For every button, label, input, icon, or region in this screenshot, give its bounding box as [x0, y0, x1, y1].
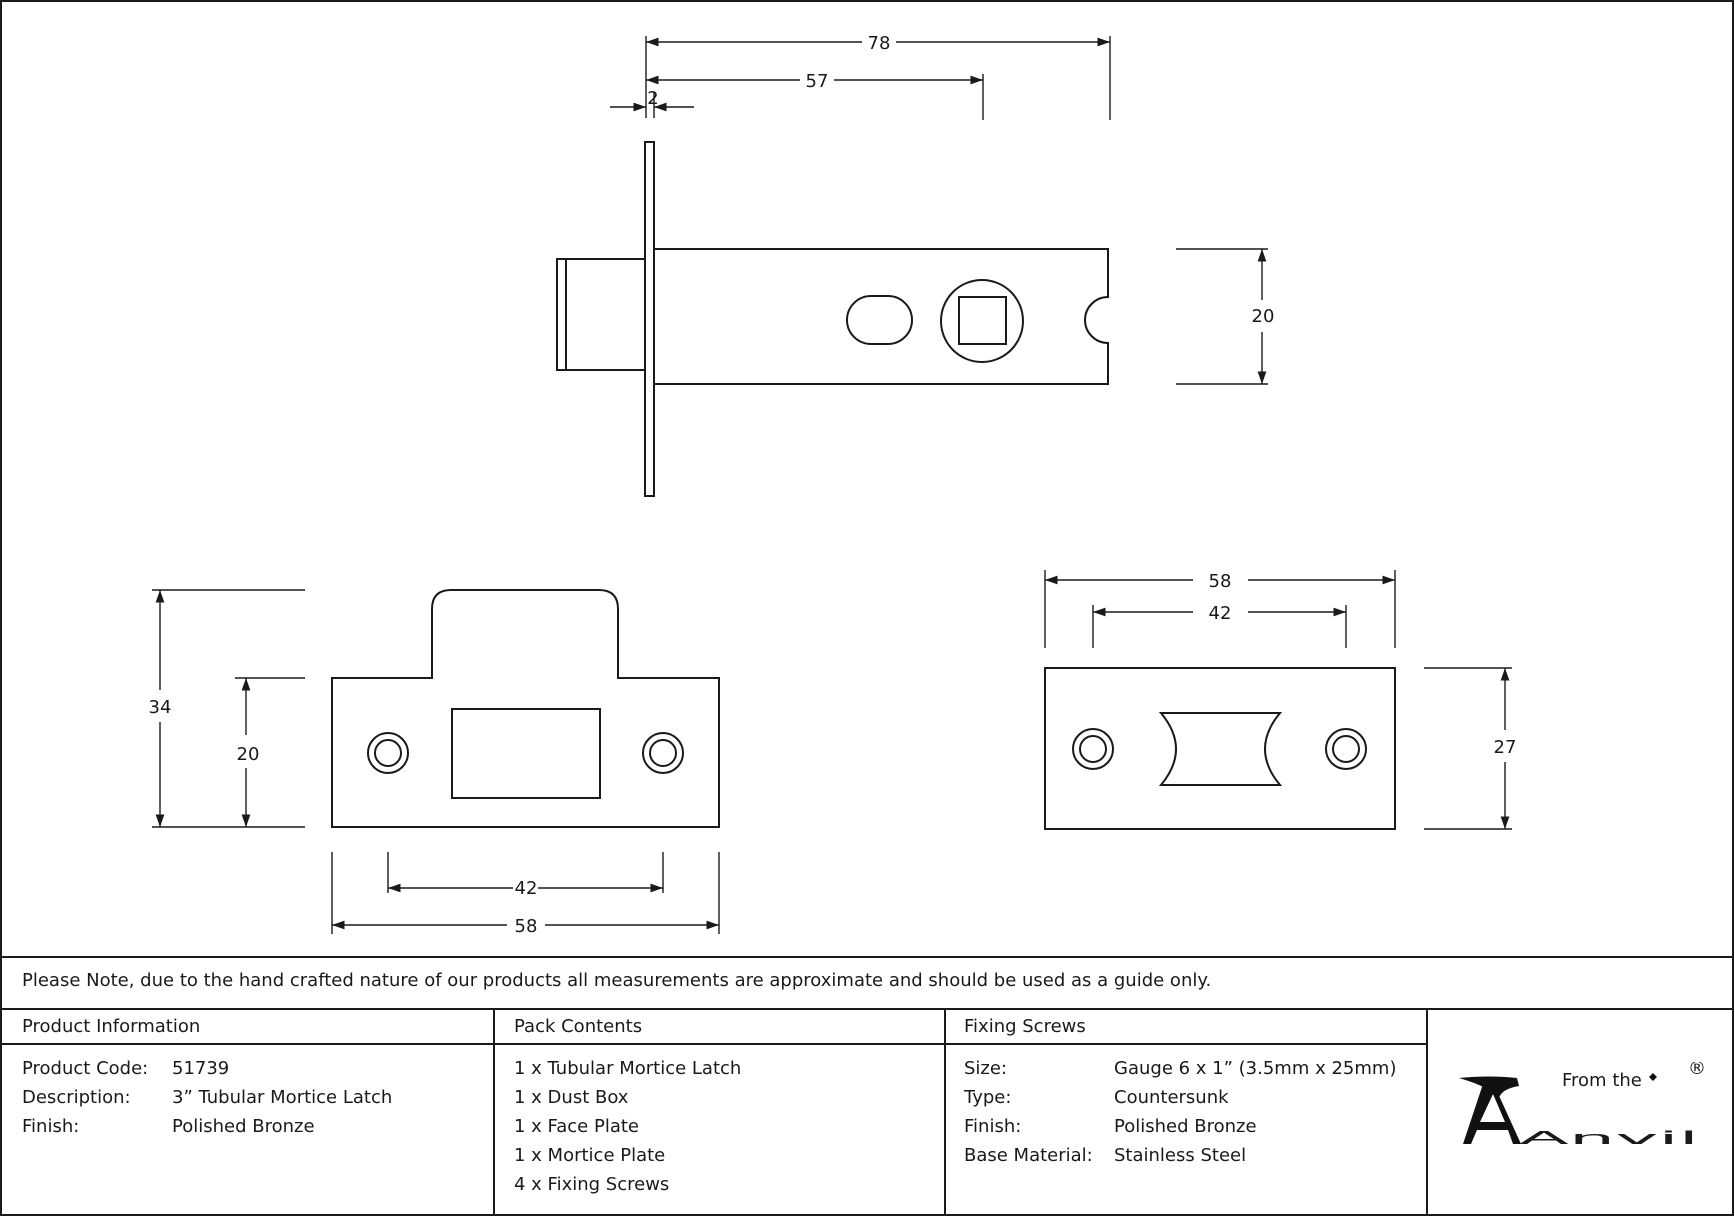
- fixing-screws-heading: Fixing Screws: [964, 1016, 1086, 1037]
- pack-item: 1 x Dust Box: [514, 1087, 629, 1108]
- mortice-screw-hole-left: [1072, 728, 1114, 770]
- description-row: Description: 3” Tubular Mortice Latch: [22, 1083, 392, 1112]
- pack-item: 1 x Tubular Mortice Latch: [514, 1058, 742, 1079]
- logo-from-the: From the: [1562, 1070, 1642, 1091]
- dim-latch-height: 20: [1252, 306, 1275, 327]
- dim-strike-hole-centres: 42: [515, 878, 538, 899]
- latch-faceplate: [644, 141, 655, 497]
- pack-item: 1 x Face Plate: [514, 1116, 639, 1137]
- product-code-value: 51739: [172, 1058, 230, 1079]
- logo-registered-mark: ®: [1688, 1062, 1705, 1079]
- latch-side-view: [556, 141, 1109, 497]
- pack-contents-heading: Pack Contents: [514, 1016, 643, 1037]
- mortice-dimensions: [1044, 570, 1512, 830]
- screw-size-label: Size:: [964, 1058, 1008, 1079]
- pack-item: 4 x Fixing Screws: [514, 1174, 670, 1195]
- mortice-screw-hole-right: [1325, 728, 1367, 770]
- latch-dimensions: [610, 36, 1268, 385]
- logo-anvil: Anvil: [1519, 1128, 1699, 1149]
- mortice-plate: [1044, 667, 1396, 830]
- screw-finish-row: Finish: Polished Bronze: [964, 1112, 1396, 1141]
- finish-value: Polished Bronze: [172, 1116, 315, 1137]
- mortice-bolt-opening: [1158, 712, 1283, 786]
- finish-label: Finish:: [22, 1116, 80, 1137]
- latch-bolt: [556, 258, 646, 371]
- measurement-note: Please Note, due to the hand crafted nat…: [22, 970, 1212, 991]
- screw-type-value: Countersunk: [1114, 1087, 1229, 1108]
- product-info-heading: Product Information: [22, 1016, 201, 1037]
- screw-material-row: Base Material: Stainless Steel: [964, 1141, 1396, 1170]
- pack-contents-list: 1 x Tubular Mortice Latch 1 x Dust Box 1…: [514, 1054, 741, 1199]
- screw-material-label: Base Material:: [964, 1145, 1093, 1166]
- strike-dimensions: [152, 589, 720, 934]
- product-info-list: Product Code: 51739 Description: 3” Tubula…: [22, 1054, 392, 1141]
- dim-mortice-width: 58: [1209, 571, 1232, 592]
- spindle-square: [958, 296, 1007, 345]
- screw-type-label: Type:: [964, 1087, 1012, 1108]
- latch-slot: [846, 295, 913, 345]
- dim-backset: 57: [806, 71, 829, 92]
- dim-strike-face-height: 20: [237, 744, 260, 765]
- product-code-row: Product Code: 51739: [22, 1054, 392, 1083]
- dim-faceplate-thickness: 2: [647, 88, 658, 109]
- strike-plate: [331, 589, 720, 828]
- product-code-label: Product Code:: [22, 1058, 149, 1079]
- dim-mortice-hole-centres: 42: [1209, 603, 1232, 624]
- dim-strike-overall-height: 34: [149, 697, 172, 718]
- description-label: Description:: [22, 1087, 131, 1108]
- mortice-plate-view: [1044, 667, 1396, 830]
- screw-size-row: Size: Gauge 6 x 1” (3.5mm x 25mm): [964, 1054, 1396, 1083]
- screw-finish-label: Finish:: [964, 1116, 1022, 1137]
- strike-screw-hole-left: [367, 732, 409, 774]
- from-the-anvil-logo: From the ® Anvil: [1455, 1058, 1706, 1152]
- screw-finish-value: Polished Bronze: [1114, 1116, 1257, 1137]
- screw-type-row: Type: Countersunk: [964, 1083, 1396, 1112]
- spindle-hub: [940, 279, 1024, 363]
- pack-item: 1 x Mortice Plate: [514, 1145, 666, 1166]
- strike-keep-opening: [451, 708, 601, 799]
- dim-overall-length: 78: [868, 33, 891, 54]
- anvil-logo-mark: From the ® Anvil: [1459, 1058, 1706, 1149]
- strike-screw-hole-right: [642, 732, 684, 774]
- screw-material-value: Stainless Steel: [1114, 1145, 1247, 1166]
- strike-plate-view: [331, 589, 720, 828]
- latch-case: [653, 248, 1109, 385]
- description-value: 3” Tubular Mortice Latch: [172, 1087, 393, 1108]
- dim-mortice-height: 27: [1494, 737, 1517, 758]
- fixing-screws-list: Size: Gauge 6 x 1” (3.5mm x 25mm) Type: Co…: [964, 1054, 1396, 1170]
- screw-size-value: Gauge 6 x 1” (3.5mm x 25mm): [1114, 1058, 1397, 1079]
- dim-strike-width: 58: [515, 916, 538, 937]
- finish-row: Finish: Polished Bronze: [22, 1112, 392, 1141]
